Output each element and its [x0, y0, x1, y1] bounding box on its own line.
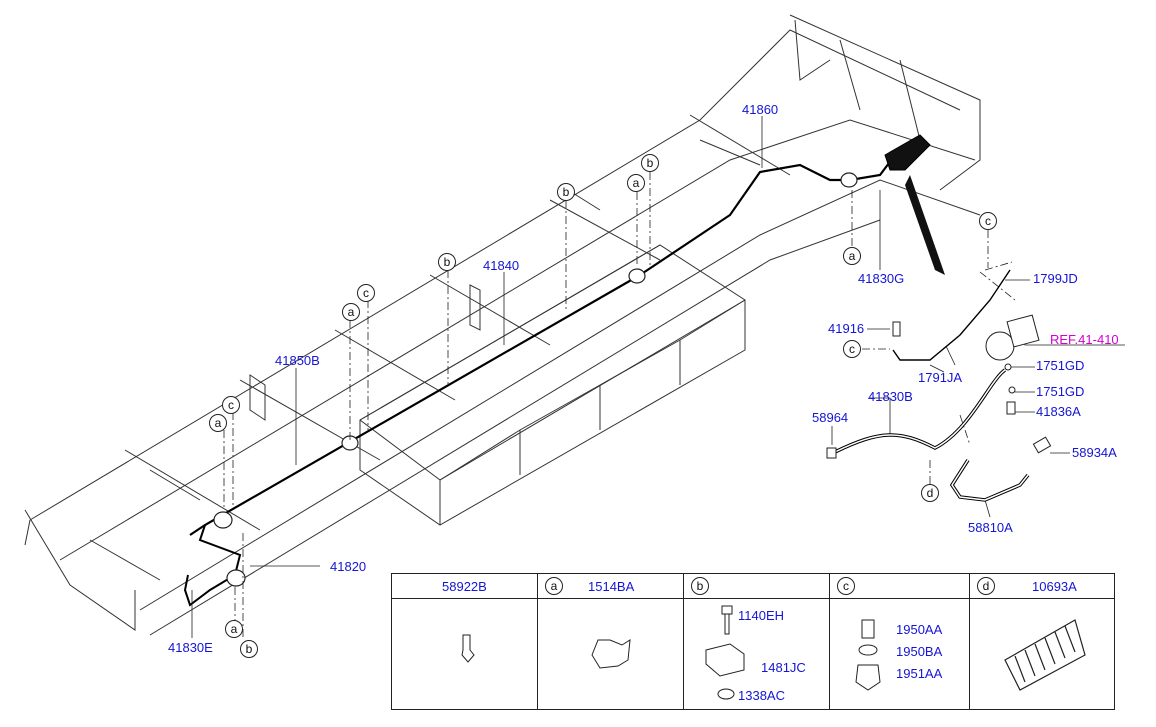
- frame-left-rail-lower: [59, 119, 976, 561]
- frame-left-rail: [29, 29, 961, 521]
- marker-a: a: [342, 303, 360, 321]
- callout-1791JA: 1791JA: [918, 370, 963, 385]
- marker-a: a: [209, 414, 227, 432]
- parts-legend-table: 58922B a 1514BA b 1140EH 1481JC 1338AC c…: [391, 573, 1115, 710]
- legend-cell-58922B: 58922B: [392, 574, 538, 709]
- callout-1751GD-lower: 1751GD: [1036, 384, 1085, 399]
- callout-41820: 41820: [330, 559, 367, 574]
- marker-b: b: [438, 253, 456, 271]
- callout-41850B: 41850B: [275, 353, 320, 368]
- part-1514BA-drawing: [591, 639, 631, 669]
- frame-right-rail-lower: [149, 219, 881, 636]
- legend-cell-c: c 1950AA 1950BA 1951AA: [830, 574, 970, 709]
- reference-label: REF.41-410: [1050, 332, 1119, 347]
- part-10693A-drawing: [1004, 619, 1086, 691]
- abs-unit: [985, 331, 1015, 361]
- callout-58934A: 58934A: [1072, 445, 1117, 460]
- marker-a: a: [225, 620, 243, 638]
- marker-c: c: [357, 284, 375, 302]
- marker-c: c: [979, 212, 997, 230]
- hose-bundle: [905, 175, 945, 275]
- callout-41830G: 41830G: [858, 271, 905, 286]
- legend-code: 58922B: [442, 579, 487, 594]
- callout-41860: 41860: [742, 102, 779, 117]
- callout-41830E: 41830E: [168, 640, 213, 655]
- legend-code: 10693A: [1032, 579, 1077, 594]
- legend-code: 1514BA: [588, 579, 635, 594]
- legend-part: 1950BA: [896, 644, 943, 659]
- marker-b: b: [641, 154, 659, 172]
- marker-c: c: [222, 396, 240, 414]
- legend-letter: b: [691, 577, 709, 595]
- legend-part: 1481JC: [761, 660, 806, 675]
- legend-cell-a: a 1514BA: [538, 574, 684, 709]
- legend-cell-d: d 10693A: [970, 574, 1114, 709]
- marker-c: c: [843, 340, 861, 358]
- marker-b: b: [240, 640, 258, 658]
- callout-41916: 41916: [828, 321, 865, 336]
- legend-part: 1140EH: [738, 608, 785, 623]
- legend-part: 1338AC: [738, 688, 785, 703]
- frame-right-rail: [139, 179, 981, 611]
- callout-1799JD: 1799JD: [1033, 271, 1078, 286]
- legend-part: 1950AA: [896, 622, 943, 637]
- cargo-box: [359, 244, 746, 526]
- marker-a: a: [627, 174, 645, 192]
- legend-letter: d: [977, 577, 995, 595]
- marker-d: d: [921, 484, 939, 502]
- marker-a: a: [843, 247, 861, 265]
- marker-b: b: [557, 183, 575, 201]
- brake-line-41820: [183, 524, 242, 607]
- callout-58810A: 58810A: [968, 520, 1013, 535]
- callout-41836A: 41836A: [1036, 404, 1081, 419]
- callout-41830B: 41830B: [868, 389, 913, 404]
- callout-41840: 41840: [483, 258, 520, 273]
- brake-booster: [884, 134, 931, 171]
- pipe-1791JA: [892, 269, 1011, 361]
- legend-letter: c: [837, 577, 855, 595]
- callout-1751GD-upper: 1751GD: [1036, 358, 1085, 373]
- legend-cell-b: b 1140EH 1481JC 1338AC: [684, 574, 830, 709]
- callout-58964: 58964: [812, 410, 849, 425]
- legend-letter: a: [545, 577, 563, 595]
- legend-part: 1951AA: [896, 666, 943, 681]
- brake-line-41840: [189, 154, 896, 536]
- part-58922B-drawing: [461, 634, 475, 663]
